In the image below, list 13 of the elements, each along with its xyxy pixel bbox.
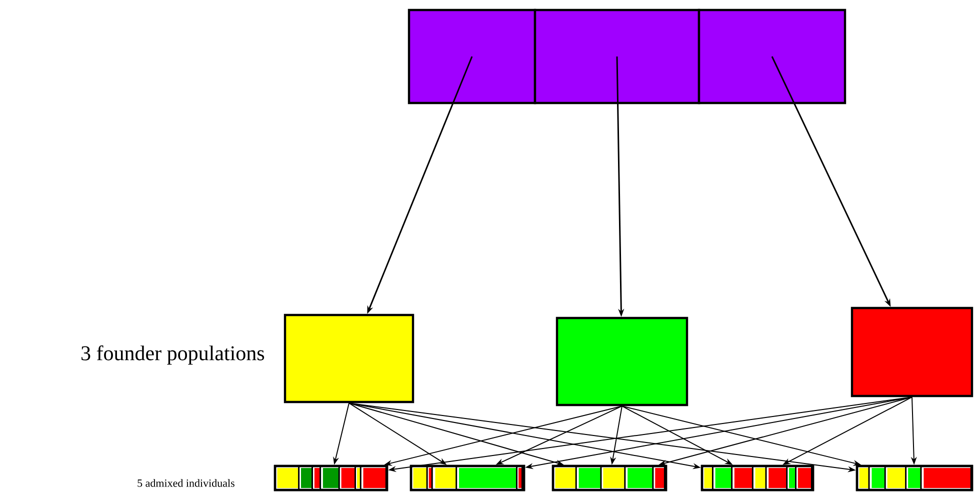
chromosome-bar — [410, 464, 526, 492]
population-box — [284, 314, 414, 404]
chromosome-bar — [552, 464, 668, 492]
population-box — [850, 306, 974, 398]
population-cell — [408, 8, 536, 104]
population-box — [556, 316, 688, 406]
chromosome-bar — [274, 464, 388, 492]
population-cell — [698, 8, 846, 104]
population-cell — [534, 8, 700, 104]
row-label: 5 admixed individuals — [138, 479, 234, 487]
chromosome-bar — [856, 464, 974, 492]
chromosome-bar — [700, 464, 814, 492]
row-label: 3 founder populations — [82, 345, 264, 365]
